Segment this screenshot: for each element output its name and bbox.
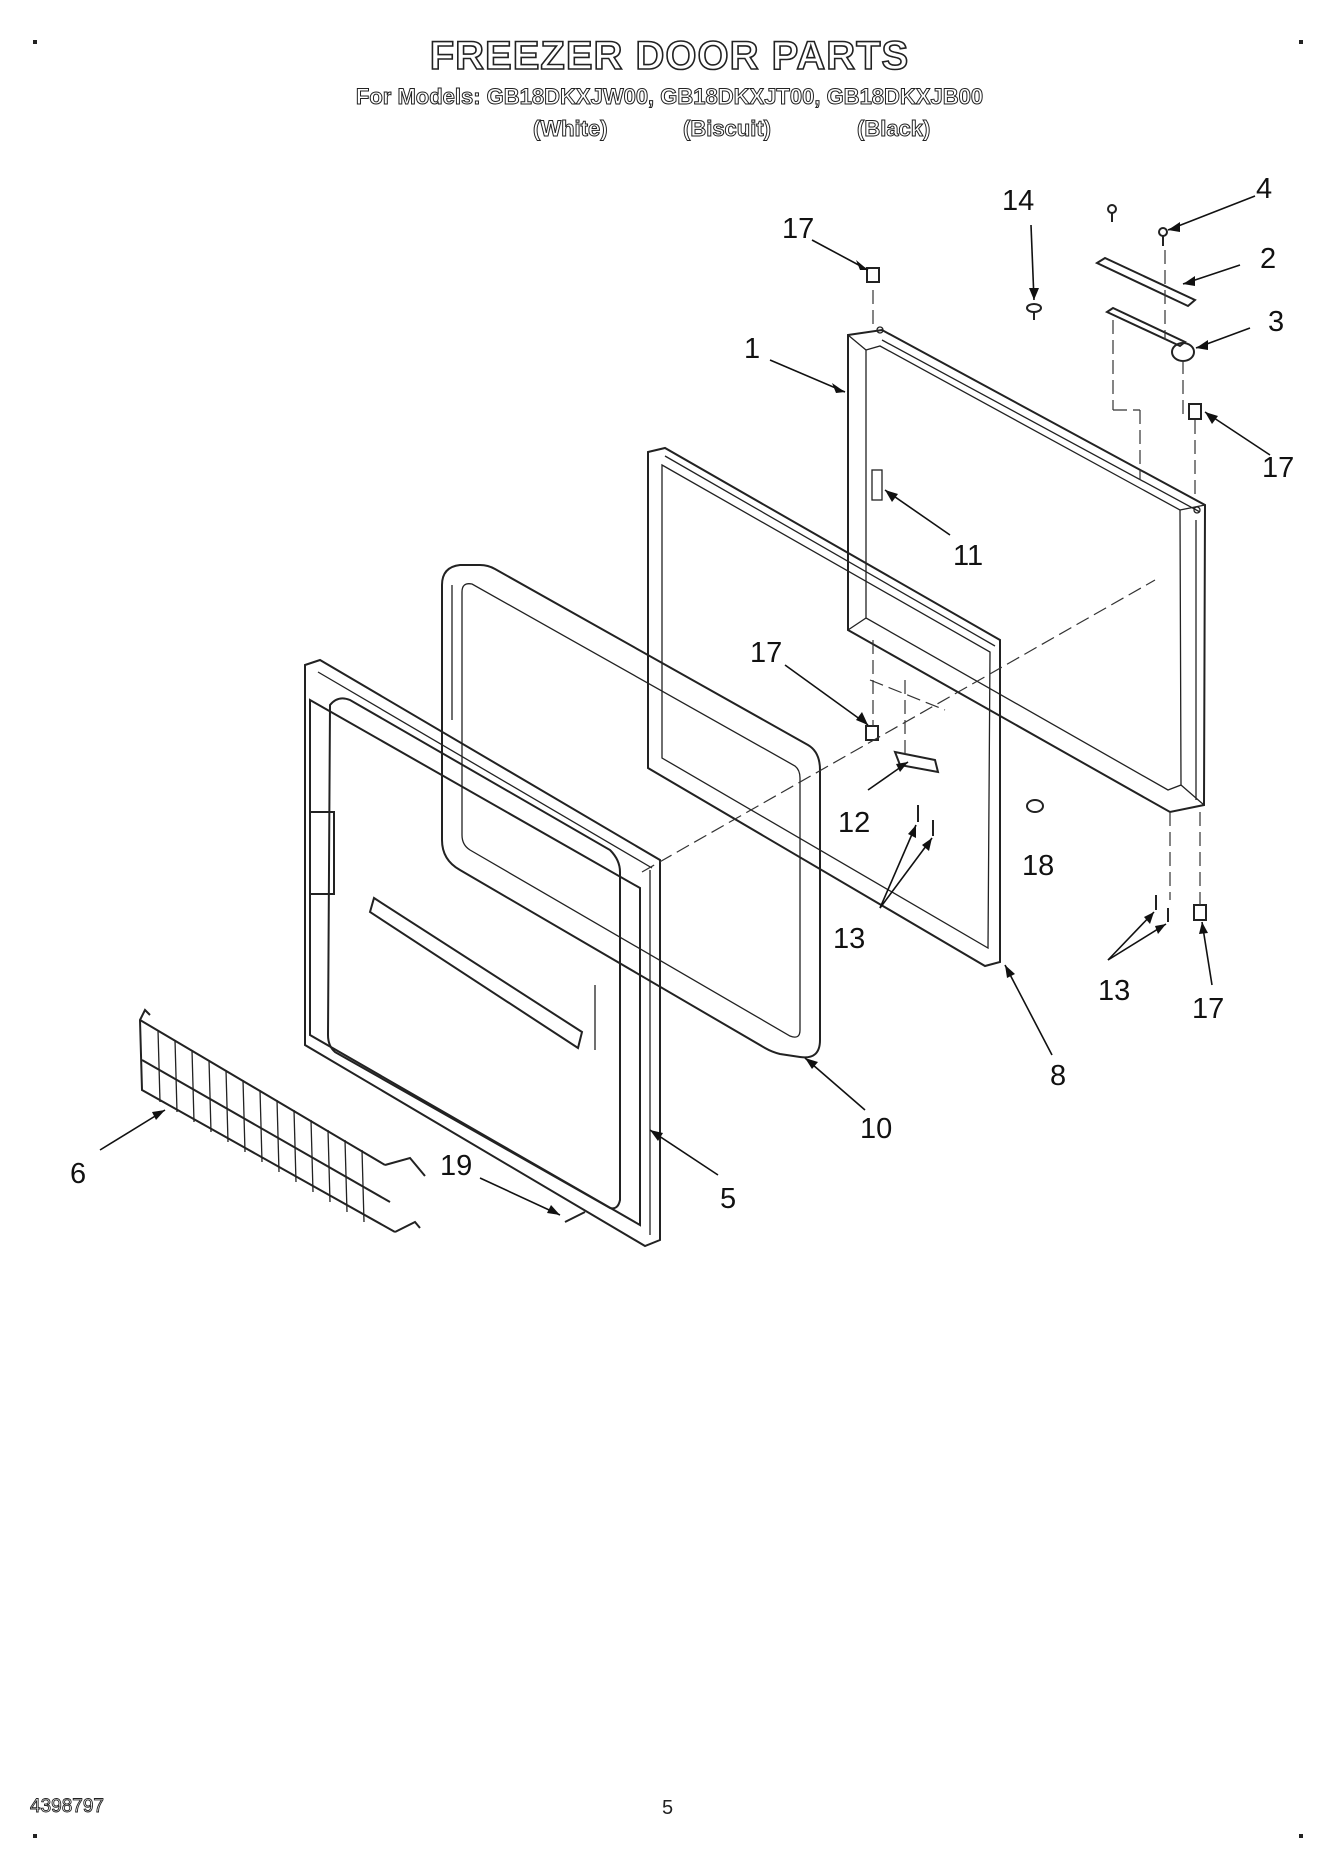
callout-13a: 13 [833,923,865,955]
models-line: For Models: GB18DKXJW00, GB18DKXJT00, GB… [355,84,984,110]
callout-17c: 17 [750,637,782,669]
color-black-label: (Black) [856,116,931,142]
page-number: 5 [662,1797,674,1819]
screws-part-13 [917,805,1169,922]
callout-19: 19 [440,1150,472,1182]
hinge-pin-part-3 [1104,306,1195,362]
screw-part-19 [564,1211,586,1223]
freezer-door-part-5 [304,658,661,1248]
callout-6: 6 [70,1158,86,1190]
callout-5: 5 [720,1183,736,1215]
callout-8: 8 [1050,1060,1066,1092]
plug-part-14 [1026,303,1042,320]
hinge-part-2 [1094,256,1197,308]
color-white-label: (White) [533,116,609,142]
door-frame-part-1 [847,326,1207,814]
leader-lines [99,195,1271,1216]
alignment-lines [641,250,1201,905]
registration-marks [33,40,1303,1838]
plug-part-18 [1026,799,1044,813]
gasket-part-10 [441,564,821,1059]
callout-13b: 13 [1098,975,1130,1007]
page-title: FREEZER DOOR PARTS [429,33,910,79]
color-biscuit-label: (Biscuit) [683,116,772,142]
callout-1: 1 [744,333,760,365]
callout-10: 10 [860,1113,892,1145]
callout-17b: 17 [1262,452,1294,484]
wire-rack-part-6 [138,1008,426,1233]
bracket-part-12 [893,750,940,774]
callout-12: 12 [838,807,870,839]
callout-labels: 17 14 4 2 3 17 1 11 17 12 18 13 13 17 8 … [70,173,1294,1215]
callout-17d: 17 [1192,993,1224,1025]
callout-3: 3 [1268,306,1284,338]
callout-14: 14 [1002,185,1034,217]
callout-2: 2 [1260,243,1276,275]
callout-18: 18 [1022,850,1054,882]
callout-17a: 17 [782,213,814,245]
screws-part-4 [1107,204,1168,246]
callout-4: 4 [1256,173,1272,205]
document-number: 4398797 [30,1796,105,1818]
callout-11: 11 [953,540,983,572]
inner-liner-part-8 [647,446,1001,968]
